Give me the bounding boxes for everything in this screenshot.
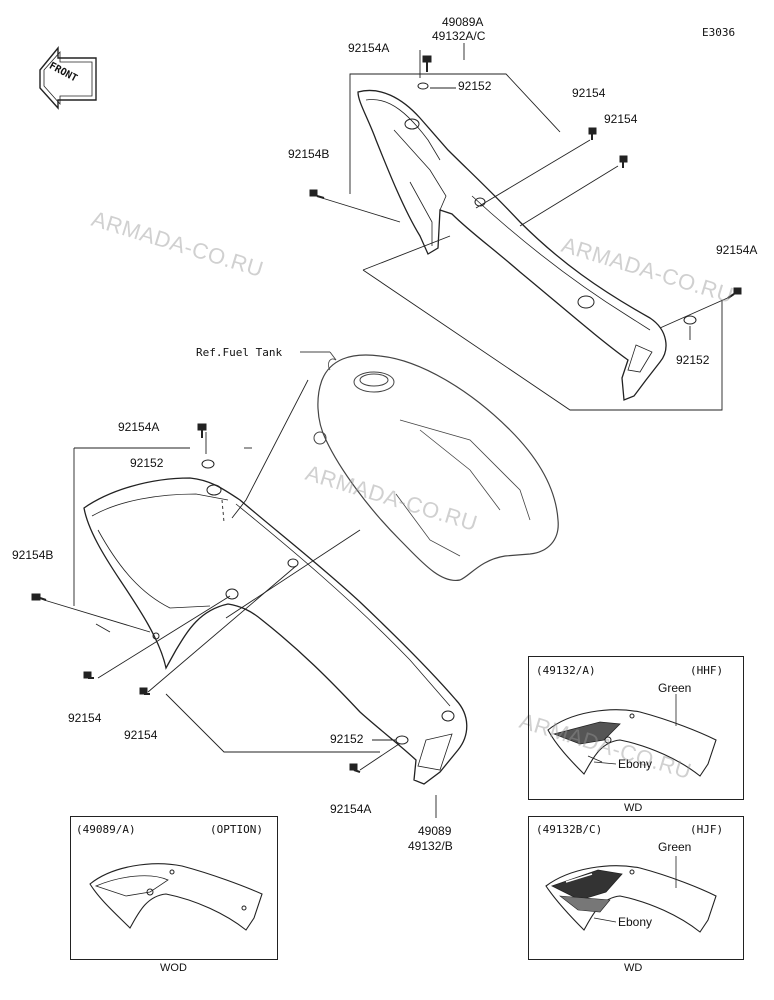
inset-hjf-color2: Ebony — [618, 915, 653, 929]
option-shroud-sketch — [89, 863, 263, 931]
inset-hhf-part: (49132/A) — [536, 664, 596, 677]
ref-fuel-tank-label: Ref.Fuel Tank — [196, 346, 283, 359]
callout-top-assembly-1: 49089A — [442, 15, 484, 29]
inset-hhf-caption: WD — [624, 802, 643, 814]
inset-hjf-part: (49132B/C) — [536, 823, 603, 836]
callout-left-washer: 92152 — [130, 456, 164, 470]
callout-lower-bolt-a: 92154A — [330, 802, 372, 816]
washer-icon — [417, 82, 429, 90]
callout-top-bolt-2: 92154 — [604, 112, 638, 126]
inset-hjf-box — [528, 816, 744, 960]
inset-option-code: (OPTION) — [210, 823, 263, 836]
bolt-icon — [422, 55, 432, 72]
inset-option-box — [70, 816, 278, 960]
diagram-code: E3036 — [702, 26, 736, 39]
bolt-icon — [309, 189, 325, 199]
callout-bottom-assembly-2: 49132/B — [408, 839, 453, 853]
callout-left-bolt-a: 92154A — [118, 420, 160, 434]
bolt-icon — [139, 687, 150, 695]
top-shroud-part — [357, 89, 667, 401]
inset-hhf-color1: Green — [658, 681, 692, 695]
callout-left-bolt-b: 92154B — [12, 548, 54, 562]
hjf-shroud-sketch — [545, 856, 717, 933]
bolt-icon — [31, 593, 47, 601]
inset-hhf-box — [528, 656, 744, 800]
bolt-icon — [83, 671, 94, 679]
inset-option-part: (49089/A) — [76, 823, 136, 836]
callout-left-bolt-2: 92154 — [124, 728, 158, 742]
callout-right-bolt-a: 92154A — [716, 243, 758, 257]
main-shroud-part — [83, 477, 468, 785]
callout-top-washer: 92152 — [458, 79, 492, 93]
callout-lower-washer: 92152 — [330, 732, 364, 746]
front-arrow-icon — [39, 46, 97, 110]
fuel-tank-part — [300, 351, 559, 581]
washer-icon — [683, 315, 697, 325]
bolt-icon — [619, 155, 628, 168]
inset-hhf-code: (HHF) — [690, 664, 724, 677]
inset-hjf-caption: WD — [624, 962, 643, 974]
bolt-icon — [727, 287, 742, 299]
callout-top-bolt-1: 92154 — [572, 86, 606, 100]
inset-hhf-color2: Ebony — [618, 757, 653, 771]
top-leader-lines — [321, 43, 733, 411]
inset-hjf-code: (HJF) — [690, 823, 724, 836]
inset-option-caption: WOD — [160, 962, 187, 974]
bolt-icon — [588, 127, 597, 140]
main-leader-lines — [43, 379, 437, 818]
callout-top-assembly-2: 49132A/C — [432, 29, 486, 43]
inset-hjf-color1: Green — [658, 840, 692, 854]
callout-top-bolt-a: 92154A — [348, 41, 390, 55]
washer-icon — [395, 735, 409, 745]
callout-left-bolt-1: 92154 — [68, 711, 102, 725]
hhf-shroud-sketch — [547, 694, 717, 777]
washer-icon — [201, 459, 215, 469]
bolt-icon — [349, 763, 361, 773]
callout-bottom-assembly-1: 49089 — [418, 824, 452, 838]
callout-top-bolt-b: 92154B — [288, 147, 330, 161]
bolt-icon — [197, 423, 207, 438]
callout-right-washer: 92152 — [676, 353, 710, 367]
